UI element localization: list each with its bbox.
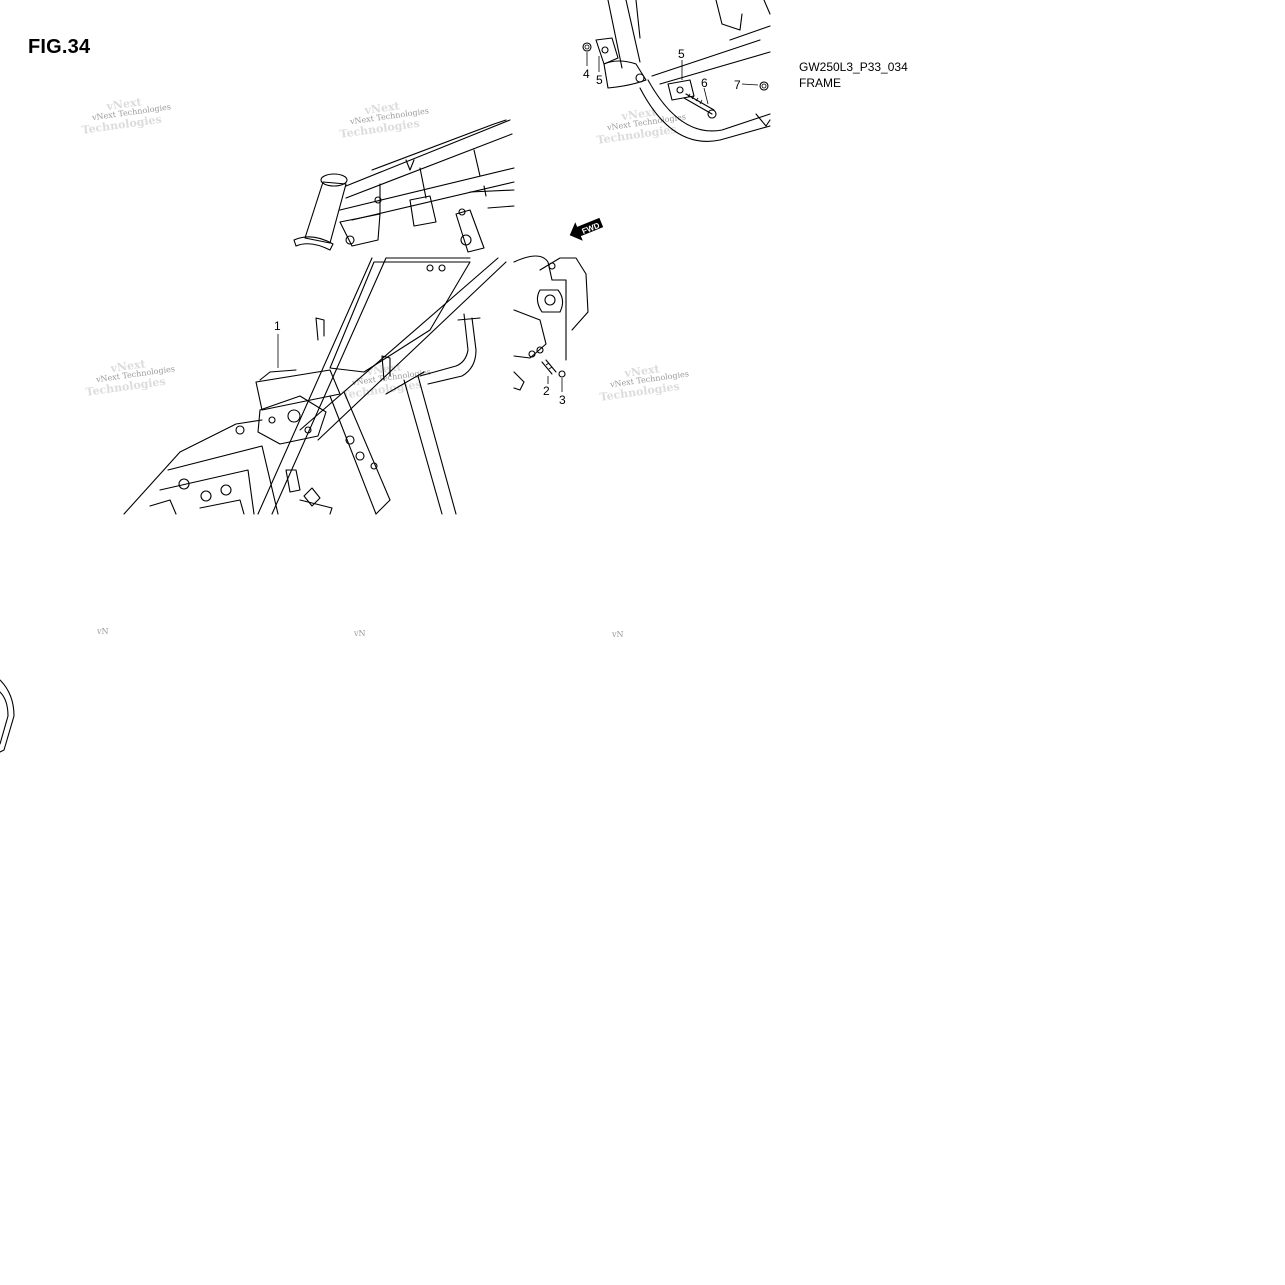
watermarks: vNext vNext Technologies Technologies vN… bbox=[81, 95, 690, 639]
callout-5-right: 5 bbox=[678, 47, 685, 61]
watermark-partial: vN bbox=[96, 627, 109, 636]
figure-title: FIG.34 bbox=[28, 36, 91, 58]
fwd-arrow-icon: FWD bbox=[569, 217, 604, 241]
callout-4: 4 bbox=[583, 67, 590, 81]
callout-7: 7 bbox=[734, 78, 741, 92]
callout-3: 3 bbox=[559, 393, 566, 407]
callout-1: 1 bbox=[274, 319, 281, 333]
watermark-large: vNext bbox=[363, 99, 401, 117]
figure-name: FRAME bbox=[799, 76, 841, 90]
callout-5-left: 5 bbox=[596, 73, 603, 87]
frame-head-section bbox=[293, 119, 515, 253]
watermark-large: vNext bbox=[620, 105, 658, 123]
callout-2: 2 bbox=[543, 384, 550, 398]
watermark-partial: vN bbox=[611, 630, 624, 639]
figure-code: GW250L3_P33_034 bbox=[799, 60, 908, 74]
rear-bracket-section bbox=[513, 255, 589, 392]
callouts: 1 2 3 4 5 5 6 7 bbox=[274, 47, 741, 407]
clipped-fragment bbox=[0, 679, 15, 753]
front-bracket-section bbox=[582, 0, 771, 142]
watermark-large: vNext bbox=[105, 95, 143, 113]
watermark-large: vNext bbox=[623, 362, 661, 380]
watermark-partial: vN bbox=[353, 629, 366, 638]
fwd-label: FWD bbox=[581, 221, 601, 236]
callout-6: 6 bbox=[701, 76, 708, 90]
frame-main-body bbox=[123, 257, 507, 515]
watermark-large: vNext bbox=[109, 357, 147, 375]
